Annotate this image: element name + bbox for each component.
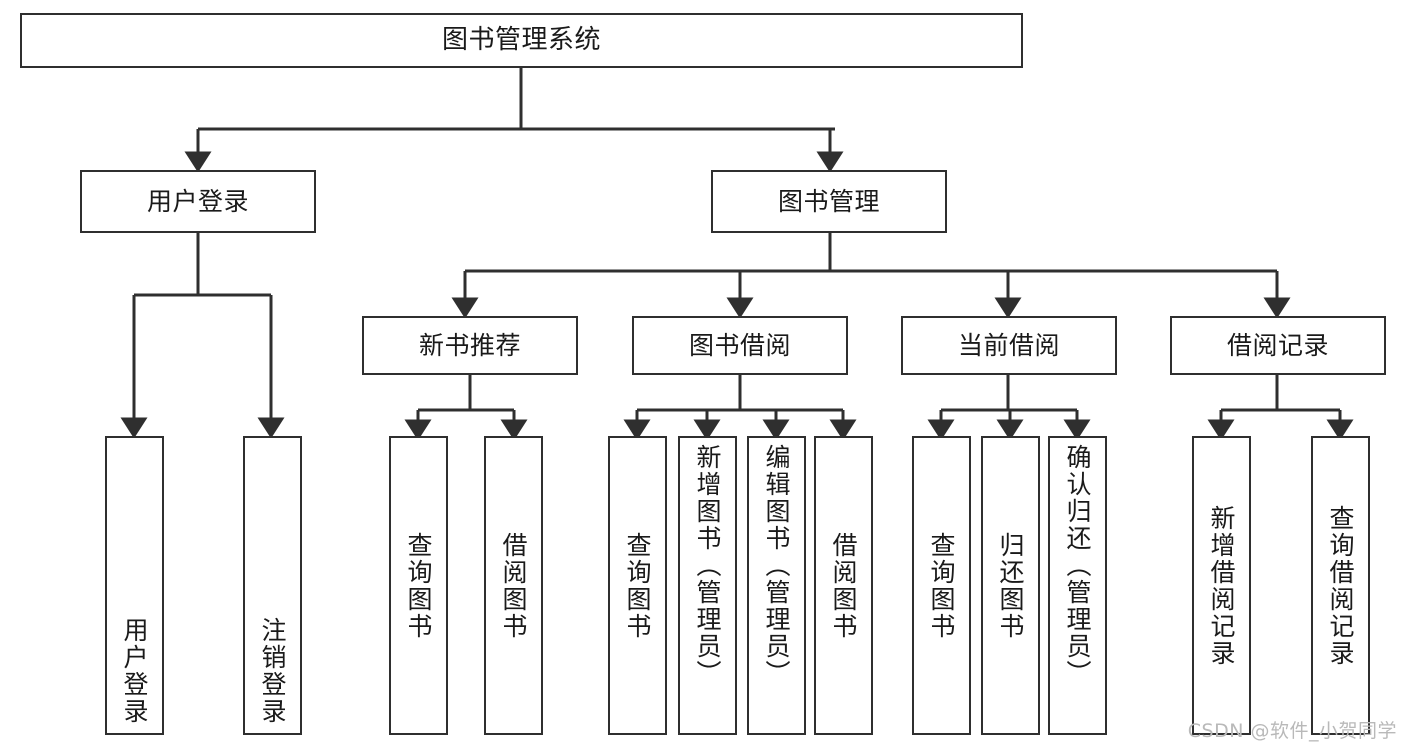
leaf-new-book-query[interactable]: 查询图书 xyxy=(389,436,448,735)
leaf-current-return-book[interactable]: 归还图书 xyxy=(981,436,1040,735)
leaf-record-add-record[interactable]: 新增借阅记录 xyxy=(1192,436,1251,735)
node-borrow-record-label: 借阅记录 xyxy=(1226,330,1329,360)
node-book-borrow-label: 图书借阅 xyxy=(688,330,791,360)
node-root[interactable]: 图书管理系统 xyxy=(20,13,1023,68)
leaf-borrow-edit-book-admin[interactable]: 编辑图书（管理员） xyxy=(747,436,806,735)
node-borrow-record[interactable]: 借阅记录 xyxy=(1170,316,1386,375)
leaf-user-login-logout[interactable]: 注销登录 xyxy=(243,436,302,735)
leaf-new-book-borrow-label: 借阅图书 xyxy=(499,531,528,640)
leaf-borrow-borrow-book-label: 借阅图书 xyxy=(829,531,858,640)
leaf-current-query-book[interactable]: 查询图书 xyxy=(912,436,971,735)
node-new-book-recommend[interactable]: 新书推荐 xyxy=(362,316,578,375)
node-book-management[interactable]: 图书管理 xyxy=(711,170,947,233)
leaf-borrow-edit-book-admin-label: 编辑图书（管理员） xyxy=(762,444,791,687)
node-current-borrow[interactable]: 当前借阅 xyxy=(901,316,1117,375)
node-current-borrow-label: 当前借阅 xyxy=(957,330,1060,360)
node-book-management-label: 图书管理 xyxy=(777,186,880,216)
node-user-login-label: 用户登录 xyxy=(146,186,249,216)
leaf-borrow-add-book-admin-label: 新增图书（管理员） xyxy=(693,444,722,687)
leaf-user-login-login[interactable]: 用户登录 xyxy=(105,436,164,735)
leaf-new-book-query-label: 查询图书 xyxy=(404,531,433,640)
leaf-record-add-record-label: 新增借阅记录 xyxy=(1207,504,1236,667)
leaf-borrow-query-book-label: 查询图书 xyxy=(623,531,652,640)
leaf-borrow-query-book[interactable]: 查询图书 xyxy=(608,436,667,735)
node-user-login[interactable]: 用户登录 xyxy=(80,170,316,233)
leaf-borrow-borrow-book[interactable]: 借阅图书 xyxy=(814,436,873,735)
node-book-borrow[interactable]: 图书借阅 xyxy=(632,316,848,375)
leaf-current-confirm-return-admin[interactable]: 确认归还（管理员） xyxy=(1048,436,1107,735)
leaf-current-query-book-label: 查询图书 xyxy=(927,531,956,640)
node-root-label: 图书管理系统 xyxy=(441,24,601,55)
leaf-record-query-record[interactable]: 查询借阅记录 xyxy=(1311,436,1370,735)
leaf-user-login-logout-label: 注销登录 xyxy=(258,617,287,725)
leaf-user-login-login-label: 用户登录 xyxy=(120,617,149,725)
watermark: CSDN @软件_小贺同学 xyxy=(1187,720,1397,742)
leaf-current-confirm-return-admin-label: 确认归还（管理员） xyxy=(1063,444,1092,687)
leaf-current-return-book-label: 归还图书 xyxy=(996,531,1025,640)
leaf-borrow-add-book-admin[interactable]: 新增图书（管理员） xyxy=(678,436,737,735)
leaf-new-book-borrow[interactable]: 借阅图书 xyxy=(484,436,543,735)
node-new-book-recommend-label: 新书推荐 xyxy=(418,330,521,360)
leaf-record-query-record-label: 查询借阅记录 xyxy=(1326,504,1355,667)
